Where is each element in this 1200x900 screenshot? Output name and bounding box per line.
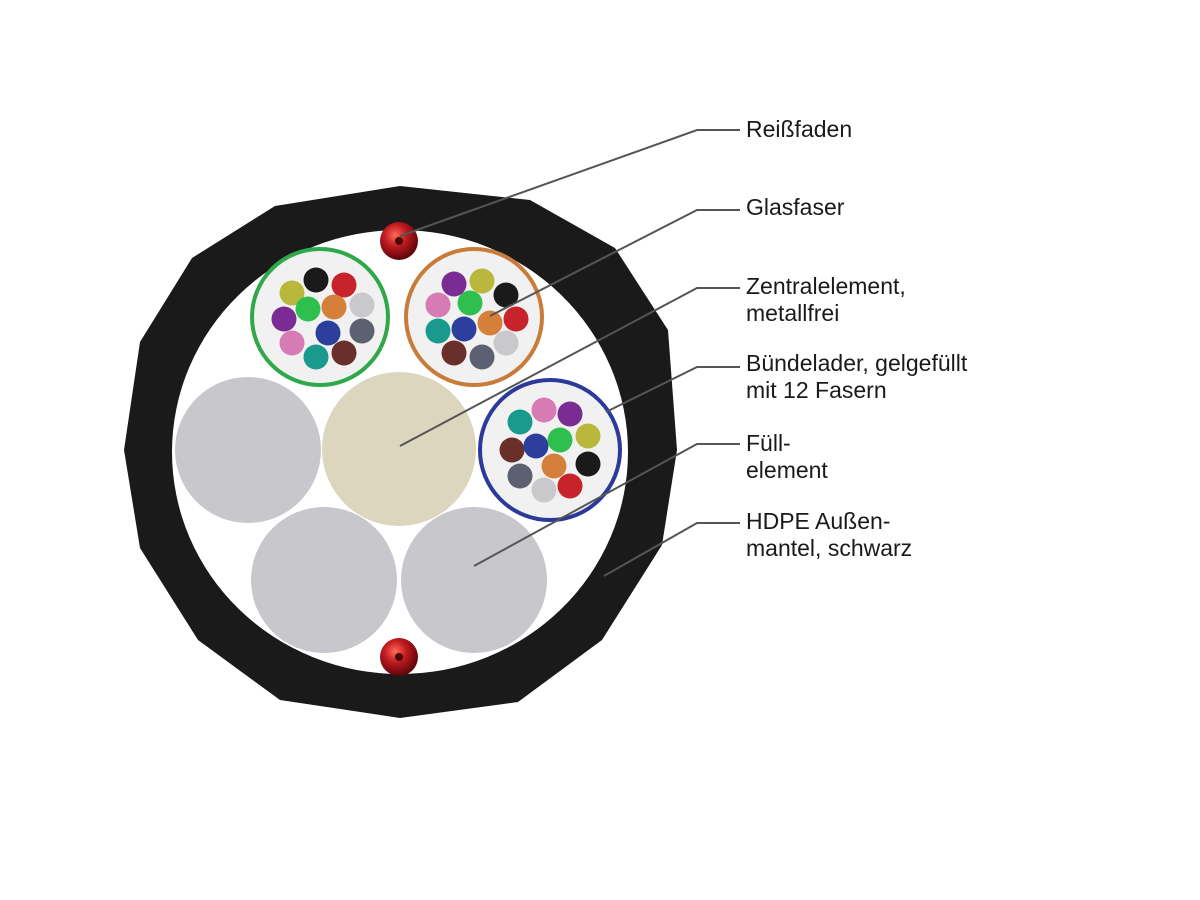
fiber	[441, 340, 467, 366]
label-filler-element: Füll- element	[746, 430, 828, 484]
fiber	[469, 268, 495, 294]
fiber-bundle	[425, 268, 529, 370]
fiber	[557, 401, 583, 427]
ripcord-bottom	[380, 638, 418, 676]
filler-element-bottom-left	[251, 507, 397, 653]
label-fiber: Glasfaser	[746, 194, 844, 221]
fiber	[523, 433, 549, 459]
label-ripcord: Reißfaden	[746, 116, 852, 143]
leader-line-central	[399, 287, 740, 447]
fiber	[541, 453, 567, 479]
ripcord-center	[395, 237, 403, 245]
leader-lines	[399, 129, 740, 577]
label-outer-jacket: HDPE Außen- mantel, schwarz	[746, 508, 912, 562]
fiber	[547, 427, 573, 453]
fiber	[279, 330, 305, 356]
leader-line-tube	[605, 366, 740, 413]
fiber	[349, 318, 375, 344]
fiber	[557, 473, 583, 499]
label-filler-line1: Füll-	[746, 430, 791, 456]
fiber	[271, 306, 297, 332]
fiber	[499, 437, 525, 463]
filler-element-left	[175, 377, 321, 523]
label-tube-line2: mit 12 Fasern	[746, 377, 887, 403]
fiber-bundle	[271, 267, 375, 370]
fiber	[295, 296, 321, 322]
fiber	[575, 423, 601, 449]
label-ripcord-line1: Reißfaden	[746, 116, 853, 142]
label-fiber-line1: Glasfaser	[746, 194, 845, 220]
central-element	[322, 372, 476, 526]
fiber	[469, 344, 495, 370]
fiber	[451, 316, 477, 342]
fiber	[315, 320, 341, 346]
fiber	[531, 397, 557, 423]
fiber	[425, 318, 451, 344]
filler-element-bottom-right	[401, 507, 547, 653]
fiber	[303, 267, 329, 293]
fiber	[477, 310, 503, 336]
filler-elements	[175, 377, 547, 653]
label-jacket-line1: HDPE Außen-	[746, 508, 891, 534]
fiber	[331, 272, 357, 298]
buffer-tube-blue	[478, 378, 622, 522]
leader-line-fiber	[489, 209, 740, 317]
fiber	[321, 294, 347, 320]
fiber	[279, 280, 305, 306]
label-tube-line1: Bündelader, gelgefüllt	[746, 350, 968, 376]
ripcord-top	[380, 222, 418, 260]
fiber	[441, 271, 467, 297]
leader-line-ripcord	[399, 129, 740, 237]
fiber	[531, 477, 557, 503]
fiber-bundle	[499, 397, 601, 503]
fiber	[349, 292, 375, 318]
fiber	[503, 306, 529, 332]
fiber	[331, 340, 357, 366]
fiber	[575, 451, 601, 477]
buffer-tube-green	[250, 247, 390, 387]
fiber	[303, 344, 329, 370]
leader-line-jacket	[603, 522, 740, 577]
fiber	[457, 290, 483, 316]
fiber	[493, 330, 519, 356]
label-central-element: Zentralelement, metallfrei	[746, 273, 906, 327]
label-central-line2: metallfrei	[746, 300, 840, 326]
fiber	[425, 292, 451, 318]
buffer-tube-orange	[404, 247, 544, 387]
leader-line-filler	[473, 443, 740, 567]
ripcord-center	[395, 653, 403, 661]
label-buffer-tube: Bündelader, gelgefüllt mit 12 Fasern	[746, 350, 967, 404]
label-jacket-line2: mantel, schwarz	[746, 535, 913, 561]
fiber	[507, 409, 533, 435]
label-central-line1: Zentralelement,	[746, 273, 906, 299]
label-filler-line2: element	[746, 457, 828, 483]
fiber	[493, 282, 519, 308]
fiber	[507, 463, 533, 489]
